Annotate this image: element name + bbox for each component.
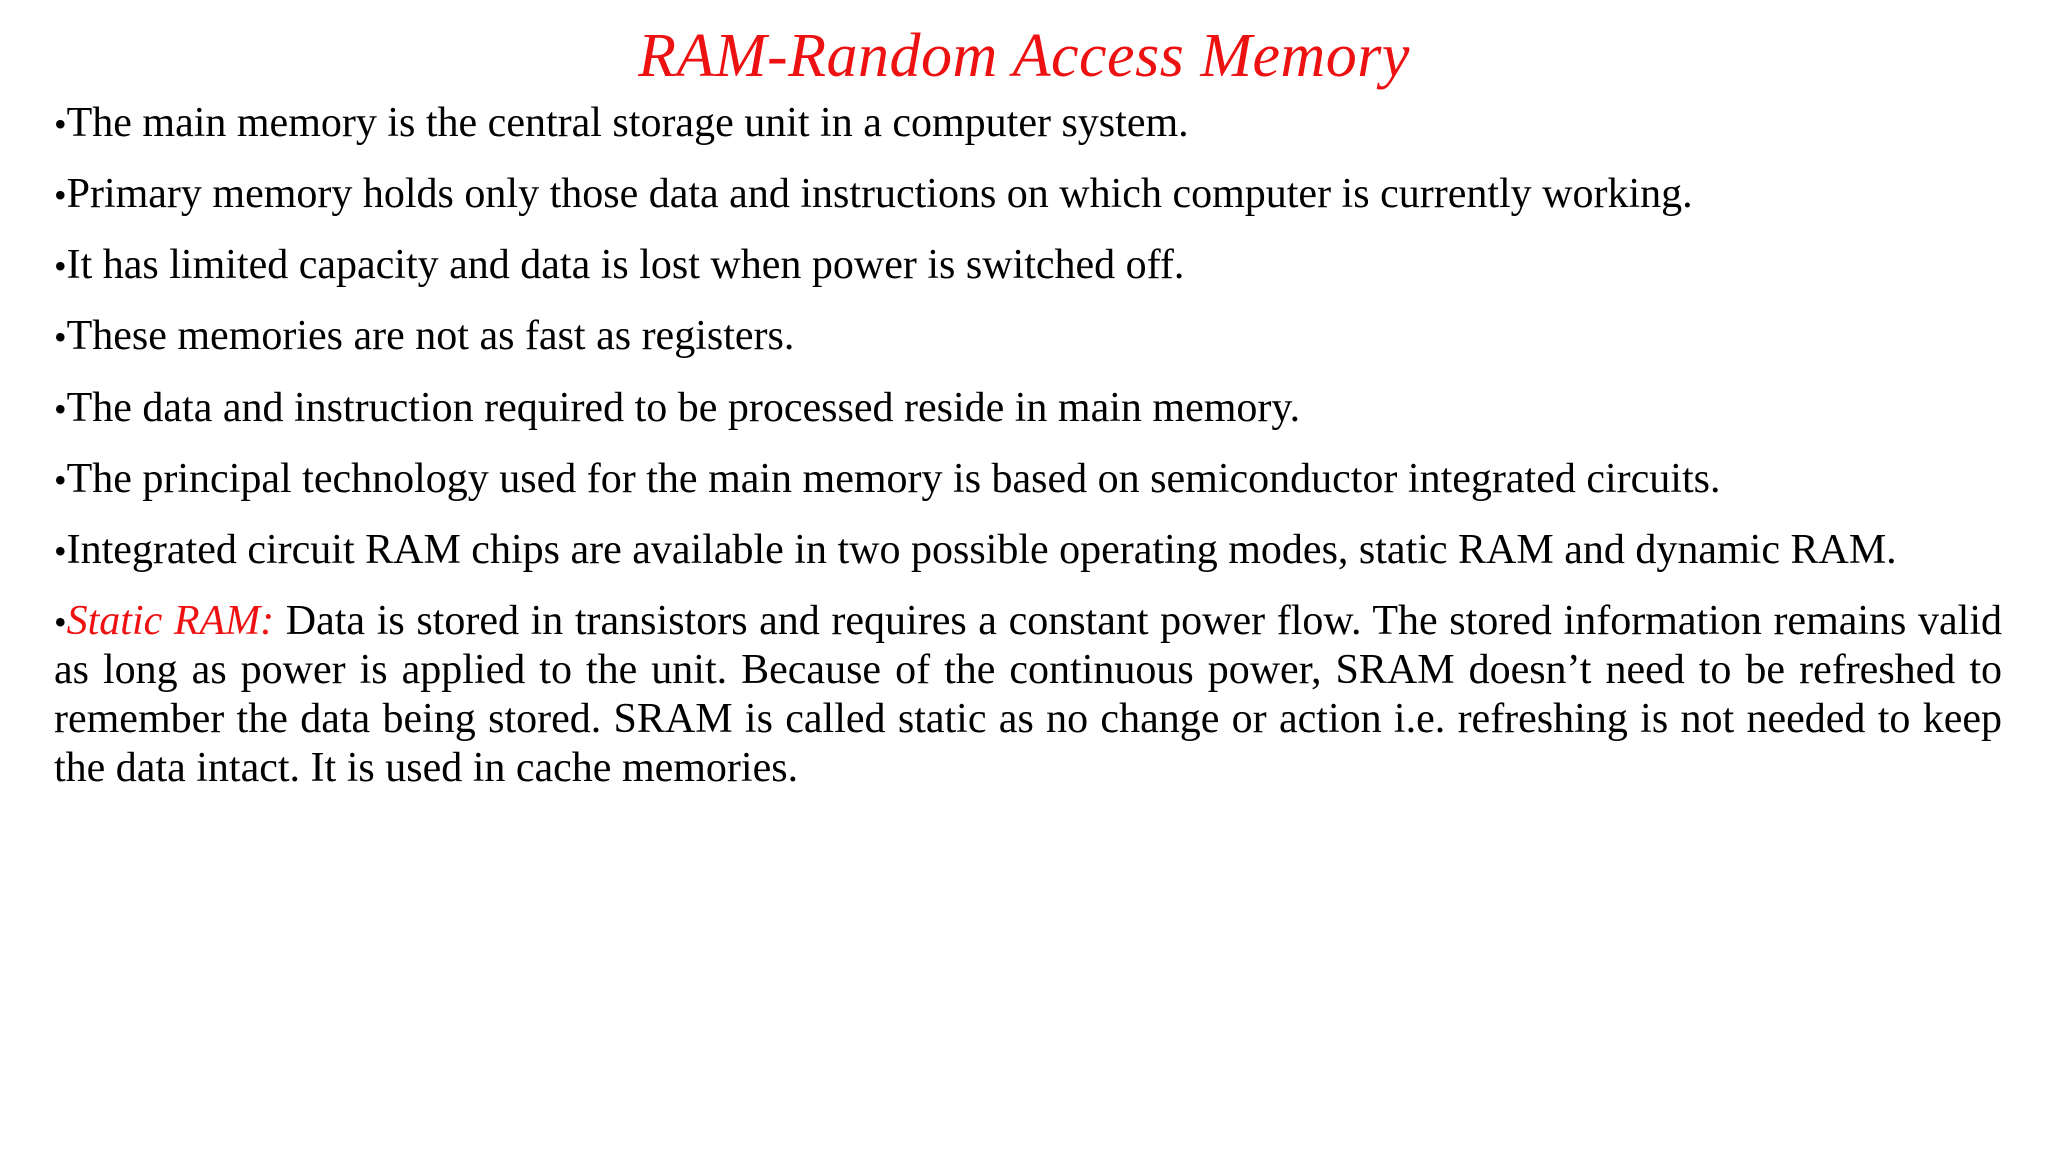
bullet-text: Integrated circuit RAM chips are availab… <box>66 526 1897 573</box>
bullet-item: •The data and instruction required to be… <box>54 384 2002 433</box>
slide-canvas: RAM-Random Access Memory •The main memor… <box>0 22 2048 1176</box>
bullet-glyph: • <box>54 530 67 571</box>
bullet-text: The data and instruction required to be … <box>66 384 1301 431</box>
bullet-item: •Integrated circuit RAM chips are availa… <box>54 526 2002 575</box>
bullet-text: The main memory is the central storage u… <box>66 100 1189 147</box>
bullet-glyph: • <box>54 459 67 500</box>
bullet-item: •The main memory is the central storage … <box>54 99 2002 148</box>
bullet-glyph: • <box>54 104 67 145</box>
bullet-item: •These memories are not as fast as regis… <box>54 312 2002 361</box>
bullet-glyph: • <box>54 317 67 358</box>
bullet-text: The principal technology used for the ma… <box>66 455 1721 502</box>
bullet-item: •Primary memory holds only those data an… <box>54 170 2002 219</box>
slide-body: •The main memory is the central storage … <box>0 99 2048 793</box>
bullet-text: These memories are not as fast as regist… <box>66 313 795 360</box>
static-ram-label: Static RAM: <box>66 597 275 644</box>
bullet-glyph: • <box>54 601 67 642</box>
bullet-glyph: • <box>54 175 67 216</box>
bullet-glyph: • <box>54 246 67 287</box>
page-title: RAM-Random Access Memory <box>638 22 1410 90</box>
bullet-item: •The principal technology used for the m… <box>54 455 2002 504</box>
bullet-item: •It has limited capacity and data is los… <box>54 241 2002 290</box>
bullet-text: Primary memory holds only those data and… <box>66 171 1693 218</box>
bullet-text: It has limited capacity and data is lost… <box>66 242 1185 289</box>
bullet-text: Data is stored in transistors and requir… <box>54 597 2002 792</box>
bullet-item-static-ram: •Static RAM: Data is stored in transisto… <box>54 597 2002 794</box>
bullet-glyph: • <box>54 388 67 429</box>
